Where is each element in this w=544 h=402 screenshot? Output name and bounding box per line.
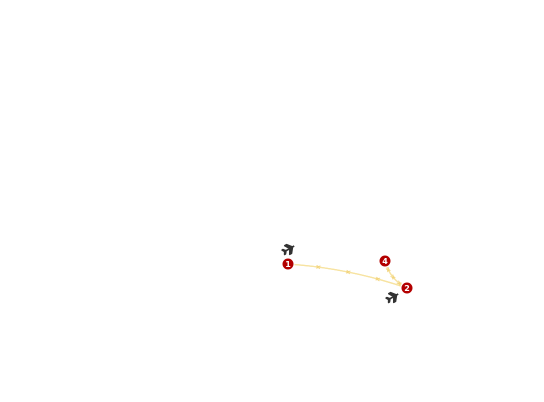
stop-marker-circle bbox=[378, 254, 392, 268]
route-direction-arrow bbox=[315, 265, 321, 270]
route-line-1-to-2 bbox=[287, 263, 408, 289]
airplane-icon-shape bbox=[385, 291, 399, 304]
stop-marker-label: 2 bbox=[404, 284, 410, 293]
route-direction-arrow bbox=[390, 274, 395, 279]
route-direction-arrow bbox=[375, 277, 381, 282]
airplane-icon-shape bbox=[281, 243, 295, 256]
route-line-2-to-1 bbox=[287, 263, 408, 289]
stop-marker-1[interactable]: 1 bbox=[281, 257, 295, 271]
airplane-icon[interactable] bbox=[281, 242, 297, 257]
stop-marker-2[interactable]: 2 bbox=[400, 281, 414, 295]
markers-layer: 1 2 4 bbox=[281, 254, 414, 295]
route-direction-arrow bbox=[385, 267, 390, 272]
stop-marker-circle bbox=[281, 257, 295, 271]
stop-marker-label: 1 bbox=[285, 260, 291, 269]
airplane-icon[interactable] bbox=[385, 290, 401, 305]
planes-layer bbox=[281, 242, 401, 305]
route-direction-arrow bbox=[345, 270, 351, 275]
stop-marker-label: 4 bbox=[382, 257, 388, 266]
route-direction-arrow bbox=[396, 280, 402, 285]
stop-marker-4[interactable]: 4 bbox=[378, 254, 392, 268]
stop-marker-circle bbox=[400, 281, 414, 295]
